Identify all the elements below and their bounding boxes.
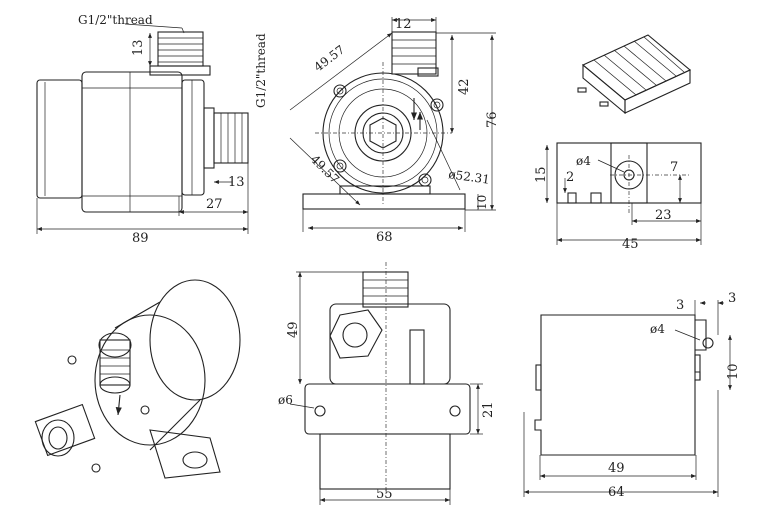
- dim-49-bracket: 49: [608, 461, 625, 476]
- dim-68: 68: [376, 230, 393, 245]
- dim-phi-52-31: ø52.31: [448, 167, 491, 187]
- pump-front-view: [289, 17, 496, 232]
- dim-13-top: 13: [131, 39, 146, 56]
- dim-21: 21: [481, 401, 496, 418]
- large-bracket-drawing: [523, 300, 732, 497]
- thread-label-side: G1/2"thread: [254, 33, 268, 108]
- dim-2: 2: [566, 170, 574, 185]
- pump-isometric-view: [34, 279, 241, 479]
- dim-3-right: 3: [728, 291, 736, 306]
- dim-23: 23: [655, 208, 672, 223]
- dim-15: 15: [534, 166, 549, 183]
- dim-49-57-lower: 49.57: [308, 152, 342, 186]
- small-bracket-drawing: [545, 142, 702, 245]
- dim-10-front: 10: [475, 195, 489, 210]
- driver-heatsink-isometric: [577, 34, 692, 115]
- dim-phi-6: ø6: [278, 393, 293, 407]
- pump-rear-view: [289, 262, 483, 505]
- dim-42: 42: [457, 78, 472, 95]
- dim-27: 27: [206, 197, 223, 212]
- dim-10-bracket: 10: [726, 363, 741, 380]
- dim-7: 7: [670, 160, 678, 175]
- dim-49-57-upper: 49.57: [311, 43, 347, 75]
- dim-55: 55: [376, 487, 393, 502]
- dim-49-rear: 49: [286, 321, 301, 338]
- dim-12: 12: [395, 17, 412, 32]
- dim-phi-4-small: ø4: [576, 154, 591, 168]
- dim-45: 45: [622, 237, 639, 252]
- dim-3-left: 3: [676, 298, 684, 313]
- dim-89: 89: [132, 231, 149, 246]
- dim-13-side: 13: [228, 175, 245, 190]
- thread-label-top: G1/2"thread: [78, 13, 153, 27]
- pump-side-view: [36, 23, 249, 234]
- dim-64: 64: [608, 485, 625, 500]
- dim-76: 76: [485, 111, 500, 128]
- dim-phi-4-large: ø4: [650, 322, 665, 336]
